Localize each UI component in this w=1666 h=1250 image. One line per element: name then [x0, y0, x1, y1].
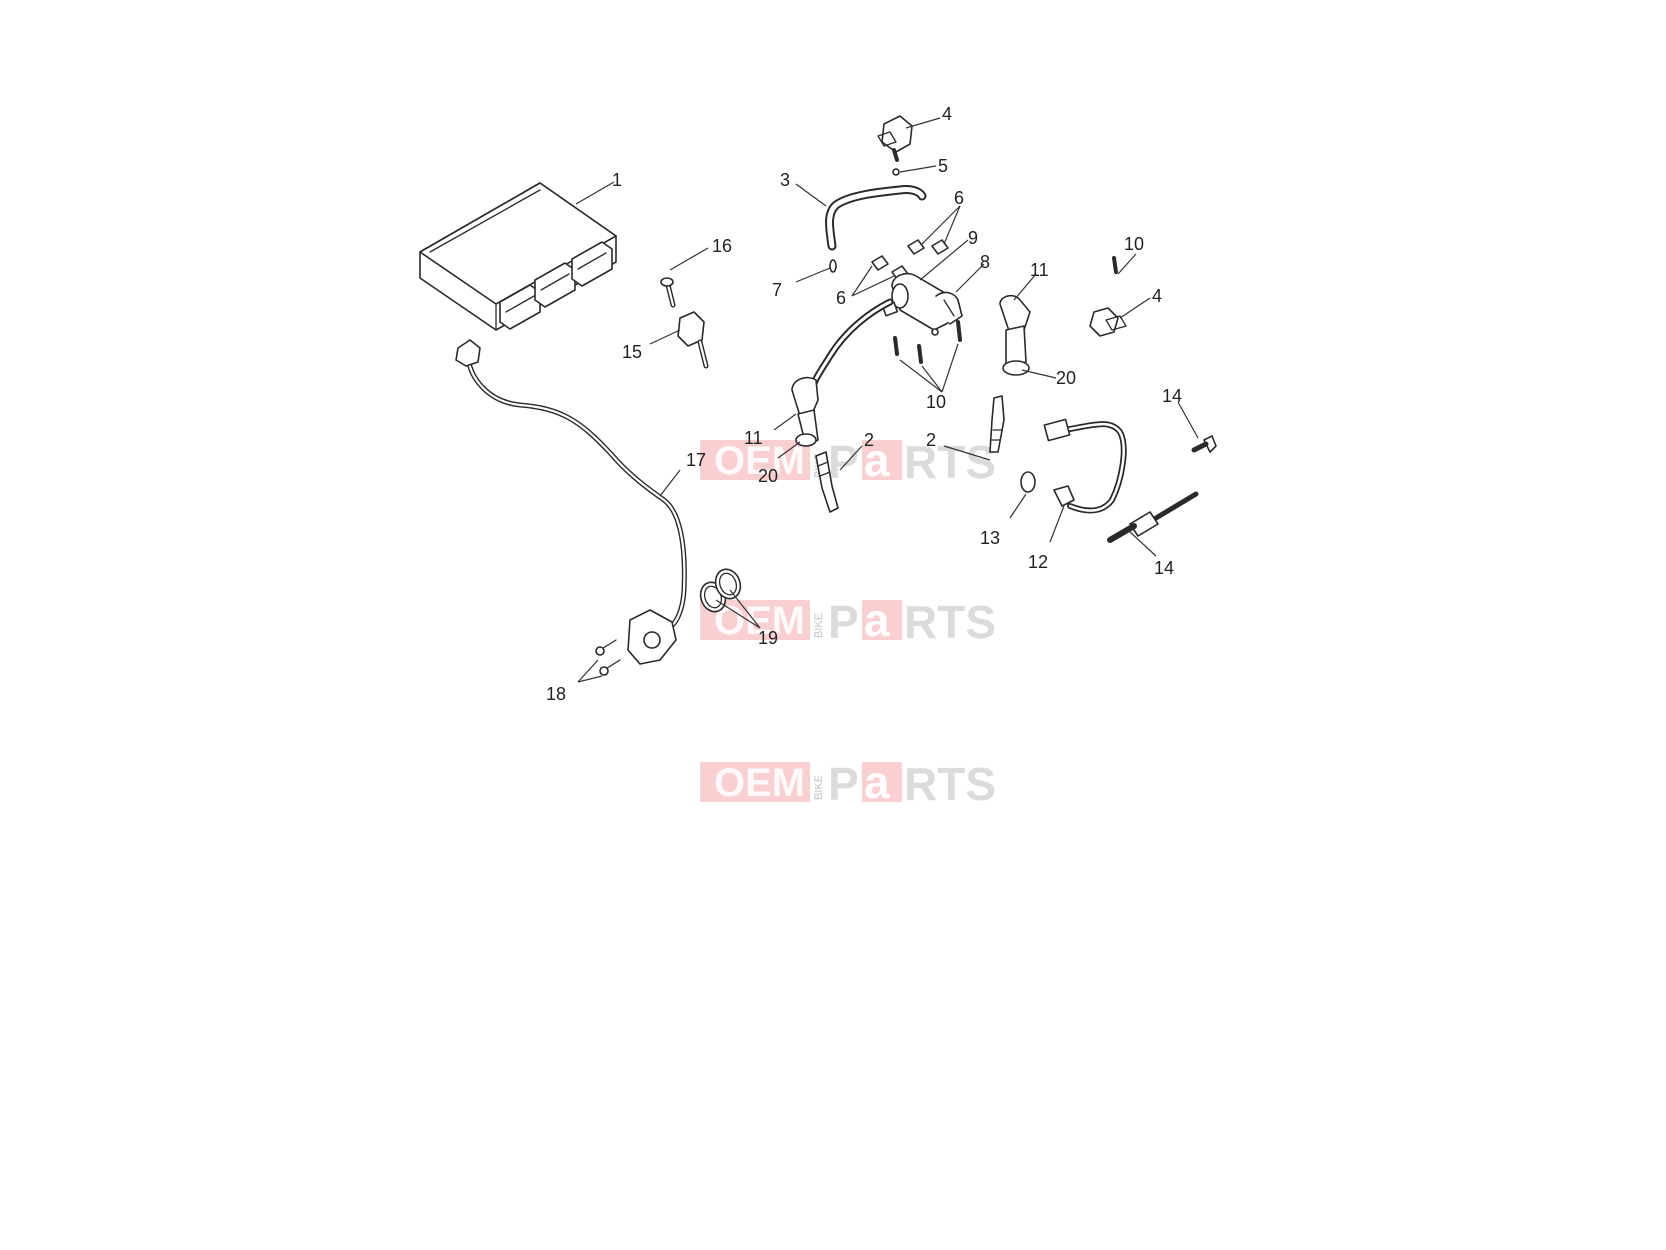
lambda-lead[interactable] [1043, 418, 1127, 514]
spark-plug-right[interactable] [989, 395, 1005, 453]
watermark-oem-text: OEM [714, 761, 805, 805]
sealing-washer[interactable] [1020, 471, 1036, 493]
ignition-coil[interactable] [881, 272, 963, 331]
callout-2-right: 2 [926, 430, 936, 450]
callout-8: 8 [980, 252, 990, 272]
watermark-oem-text: OEM [714, 439, 805, 483]
watermark-p-text: P [828, 758, 859, 810]
callout-2-left: 2 [864, 430, 874, 450]
callout-4-right: 4 [1152, 286, 1162, 306]
sensor-screw[interactable] [660, 277, 676, 308]
callout-16: 16 [712, 236, 732, 256]
mounting-bolts[interactable] [595, 639, 621, 676]
sensor-bolt-right[interactable] [1112, 256, 1118, 274]
watermark-rts-text: RTS [904, 596, 996, 648]
watermark-top: OEM BIKE P a RTS [700, 434, 996, 488]
callout-18: 18 [546, 684, 566, 704]
watermark-a-text: a [864, 594, 890, 646]
crank-sensor-harness[interactable] [455, 339, 687, 665]
callout-9: 9 [968, 228, 978, 248]
coil-bolts[interactable] [893, 320, 962, 364]
temperature-sensor[interactable] [677, 311, 709, 369]
callout-labels: 1 2 2 3 4 4 5 6 6 7 8 9 10 10 11 11 12 1… [546, 104, 1182, 704]
watermark-a-text: a [864, 756, 890, 808]
callout-19: 19 [758, 628, 778, 648]
ht-lead-left[interactable] [791, 298, 894, 447]
callout-11-left: 11 [744, 428, 763, 448]
watermark-bike-text: BIKE [813, 775, 825, 800]
spark-plug-left[interactable] [815, 451, 839, 513]
map-sensor-right[interactable] [1089, 307, 1127, 337]
callout-14-top: 14 [1162, 386, 1182, 406]
watermark-middle: OEM BIKE P a RTS [700, 594, 996, 648]
watermark-p-text: P [828, 436, 859, 488]
callout-17: 17 [686, 450, 706, 470]
watermark-a-text: a [864, 434, 890, 486]
callout-12: 12 [1028, 552, 1048, 572]
hose-clip[interactable] [829, 259, 837, 273]
callout-20-left: 20 [758, 466, 778, 486]
callout-10-coil: 10 [926, 392, 946, 412]
callout-7: 7 [772, 280, 782, 300]
callout-14-bottom: 14 [1154, 558, 1174, 578]
watermark-rts-text: RTS [904, 436, 996, 488]
watermark-p-text: P [828, 596, 859, 648]
callout-1: 1 [612, 170, 622, 190]
leader-lines [575, 117, 1199, 683]
map-sensor-top[interactable] [877, 115, 913, 162]
watermark-bottom: OEM BIKE P a RTS [700, 756, 996, 810]
callout-15: 15 [622, 342, 642, 362]
o-rings[interactable] [697, 566, 745, 615]
ecu-module[interactable] [419, 182, 617, 331]
callout-5: 5 [938, 156, 948, 176]
callout-10-right: 10 [1124, 234, 1144, 254]
callout-3: 3 [780, 170, 790, 190]
watermark-oem-text: OEM [714, 599, 805, 643]
callout-6-left: 6 [836, 288, 846, 308]
callout-11-right: 11 [1030, 260, 1049, 280]
breather-hose[interactable] [825, 185, 927, 251]
oxygen-sensor[interactable] [1107, 491, 1199, 543]
small-sensor[interactable] [1191, 435, 1217, 453]
watermark-bike-text: BIKE [813, 613, 825, 638]
sensor-screw-5[interactable] [892, 168, 900, 176]
callout-13: 13 [980, 528, 1000, 548]
watermark-rts-text: RTS [904, 758, 996, 810]
callout-4-top: 4 [942, 104, 952, 124]
plug-cap-right[interactable] [999, 294, 1031, 376]
callout-6-top: 6 [954, 188, 964, 208]
callout-20-right: 20 [1056, 368, 1076, 388]
